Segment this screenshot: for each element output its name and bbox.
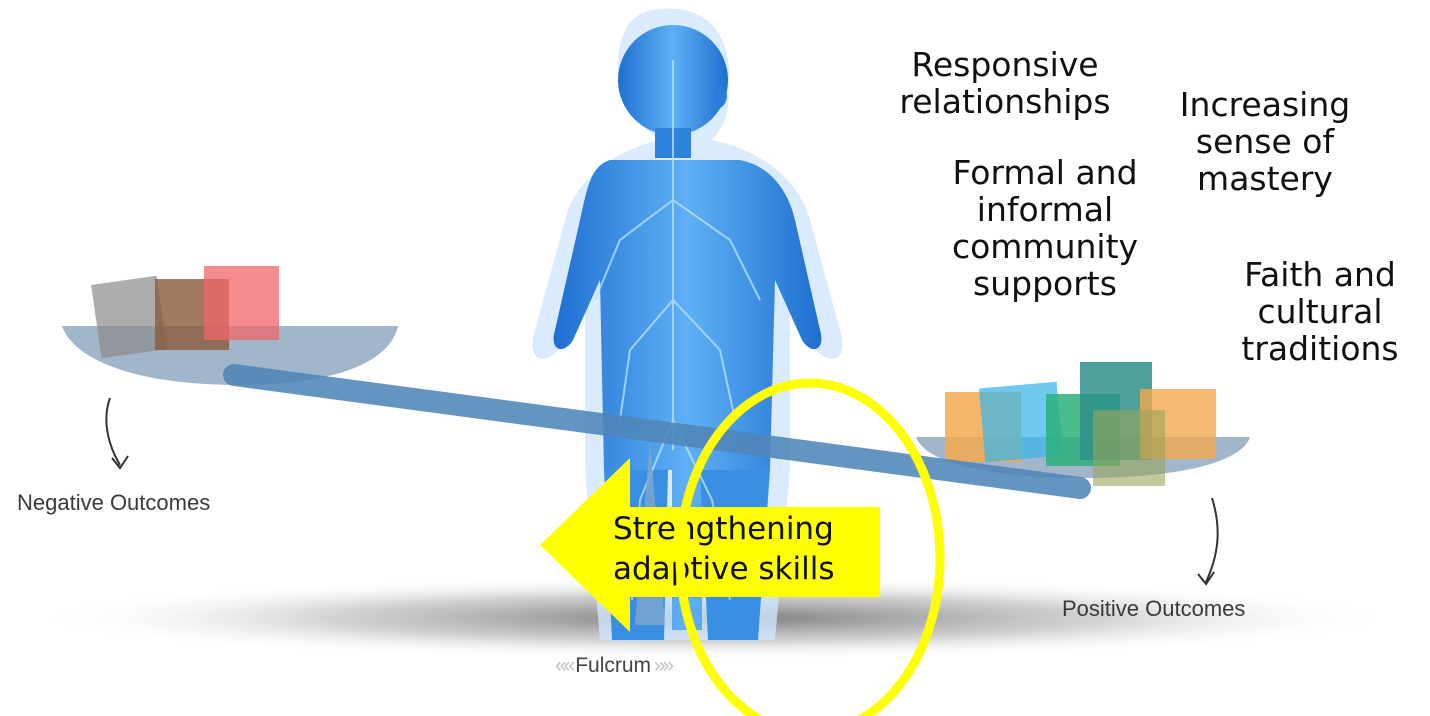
- fulcrum-label: Fulcrum: [575, 654, 652, 677]
- label-community-supports: Formal and informal community supports: [951, 153, 1139, 303]
- arrow-label-line2: adaptive skills: [611, 551, 837, 588]
- negative-outcome-arrow: [105, 397, 129, 470]
- arrow-label-line1: Strengthening: [611, 511, 836, 548]
- label-sense-of-mastery: Increasing sense of mastery: [1179, 85, 1351, 198]
- positive-outcome-arrow: [1197, 497, 1219, 586]
- chevron-right-icon: »»: [651, 654, 674, 677]
- balance-plank: [223, 364, 1091, 499]
- label-responsive-relationships: Responsive relationships: [899, 45, 1111, 121]
- yellow-highlight-ring: [675, 378, 945, 716]
- positive-outcomes-label: Positive Outcomes: [1062, 596, 1246, 621]
- figure-torso: [553, 160, 822, 630]
- label-faith-traditions: Faith and cultural traditions: [1241, 255, 1399, 368]
- left-weight-red: [204, 266, 279, 340]
- fulcrum-caption: «« Fulcrum »»: [555, 654, 674, 678]
- nervous-system-lines: [594, 60, 761, 601]
- chevron-left-icon: ««: [555, 654, 576, 677]
- right-weight-blue: [978, 381, 1064, 463]
- right-weight-olive: [1093, 410, 1165, 486]
- negative-outcomes-label: Negative Outcomes: [17, 490, 211, 515]
- figure-ear: [714, 84, 727, 110]
- left-weight-gray: [91, 275, 167, 359]
- left-tray: [62, 266, 398, 385]
